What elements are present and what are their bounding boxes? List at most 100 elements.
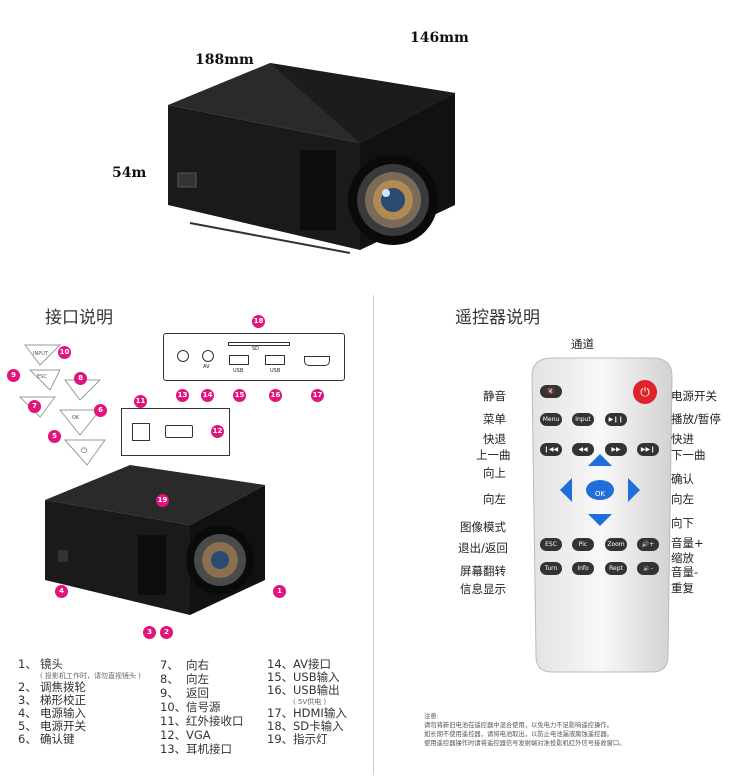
pin-6: 6 [94,404,107,417]
list-item-note: ( 投影机工作时，请勿直视镜头 ) [40,672,141,680]
label-up: 向上 [483,466,506,480]
label-picture-mode: 图像模式 [460,520,506,534]
sd-label: SD [252,346,260,352]
info-button[interactable]: Info [572,562,594,575]
pin-15: 15 [233,389,246,402]
list-item: 15、USB输入 [267,670,340,684]
width-dimension: 188mm [195,52,254,68]
label-next: 下一曲 [671,448,706,462]
list-item: 1、镜头 [18,657,63,671]
forward-button[interactable]: ▶▶ [605,443,627,456]
notes-title: 注意: [424,713,439,720]
pin-2: 2 [160,626,173,639]
sd-slot [228,342,290,346]
label-left: 向左 [483,492,506,506]
vol-down-button[interactable]: 🔉- [637,562,659,575]
power-button[interactable]: ⏻ [633,380,657,404]
interface-list-col3: 14、AV接口 15、USB输入 16、USB输出 ( 5V供电 ) 17、HD… [267,658,347,746]
list-item-note: ( 5V供电 ) [293,698,327,706]
ok-button[interactable]: OK [594,490,606,498]
mute-button[interactable]: 🔇 [540,385,562,398]
label-repeat: 重复 [671,581,694,595]
interfaces-title: 接口说明 [45,308,113,328]
pin-18: 18 [252,315,265,328]
label-menu: 菜单 [483,412,506,426]
esc-button[interactable]: ESC [540,538,562,551]
list-item: 6、确认键 [18,732,75,746]
label-vol-down: 音量- [671,565,699,579]
list-item: 19、指示灯 [267,732,328,746]
list-item: 14、AV接口 [267,657,331,671]
menu-button[interactable]: Menu [540,413,562,426]
usb-port-1 [229,355,249,365]
pin-12: 12 [211,425,224,438]
depth-dimension: 146mm [410,30,469,46]
label-zoom: 缩放 [671,551,694,565]
note-line: 请勿将新旧电池在遥控器中混合使用，以免电力不足影响遥控操作。 [424,722,613,729]
projector-photo [168,63,455,254]
label-confirm: 确认 [671,472,694,486]
usb-label-2: USB [270,368,281,374]
remote-body [531,357,673,673]
ir-receiver [132,423,150,441]
svg-text:INPUT: INPUT [33,351,49,357]
pin-13: 13 [176,389,189,402]
side-panel [121,408,230,456]
hdmi-port [304,356,330,366]
note-line: 使用遥控器操作时请将遥控器信号发射端对准投影机红外信号接收窗口。 [424,740,626,747]
list-item: 3、梯形校正 [18,693,86,707]
input-button[interactable]: Input [572,413,594,426]
list-item: 13、耳机接口 [160,742,232,756]
label-down: 向下 [671,516,694,530]
list-item: 18、SD卡输入 [267,719,344,733]
list-item: 12、VGA [160,728,211,742]
pin-1: 1 [273,585,286,598]
play-pause-button[interactable]: ▶❙❙ [605,413,627,426]
zoom-button[interactable]: Zoom [605,538,627,551]
list-item: 5、电源开关 [18,719,86,733]
vga-port [165,425,193,438]
label-forward: 快进 [671,432,694,446]
next-button[interactable]: ▶▶❙ [637,443,659,456]
rewind-button[interactable]: ◀◀ [572,443,594,456]
pin-7: 7 [28,400,41,413]
pin-5: 5 [48,430,61,443]
remote-title: 遥控器说明 [455,308,540,328]
io-panel [163,333,345,381]
usb-label-1: USB [233,368,244,374]
label-right: 向左 [671,492,694,506]
repeat-button[interactable]: Rept [605,562,627,575]
projector-diagram [45,465,265,615]
label-info: 信息显示 [460,582,506,596]
label-prev: 上一曲 [476,448,511,462]
av-label: AV [203,364,210,370]
label-vol-up: 音量+ [671,536,704,550]
label-exit: 退出/返回 [458,541,508,555]
list-item: 10、信号源 [160,700,221,714]
usb-port-2 [265,355,285,365]
list-item: 16、USB输出 [267,683,340,697]
svg-text:⏻: ⏻ [81,446,88,455]
list-item: 9、返回 [160,686,209,700]
pin-9: 9 [7,369,20,382]
turn-button[interactable]: Turn [540,562,562,575]
label-flip: 屏幕翻转 [460,564,506,578]
pin-17: 17 [311,389,324,402]
vol-up-button[interactable]: 🔊+ [637,538,659,551]
label-channel: 通道 [571,337,594,351]
section-divider [373,295,374,775]
list-item: 11、红外接收口 [160,714,244,728]
svg-text:OK: OK [72,415,80,421]
label-play-pause: 播放/暂停 [671,412,721,426]
keypad-diagram: INPUT ESC OK ⏻ [18,344,106,466]
pin-4: 4 [55,585,68,598]
pin-16: 16 [269,389,282,402]
pin-8: 8 [74,372,87,385]
earphone-port [177,350,189,362]
pic-button[interactable]: Pic [572,538,594,551]
prev-button[interactable]: ❙◀◀ [540,443,562,456]
interface-list-col1: 1、镜头 ( 投影机工作时，请勿直视镜头 ) 2、调焦拨轮 3、梯形校正 4、电… [18,658,141,746]
svg-text:ESC: ESC [37,374,47,380]
interface-list-col2: 7、向右 8、向左 9、返回 10、信号源 11、红外接收口 12、VGA 13… [160,658,244,756]
list-item: 17、HDMI输入 [267,706,347,720]
